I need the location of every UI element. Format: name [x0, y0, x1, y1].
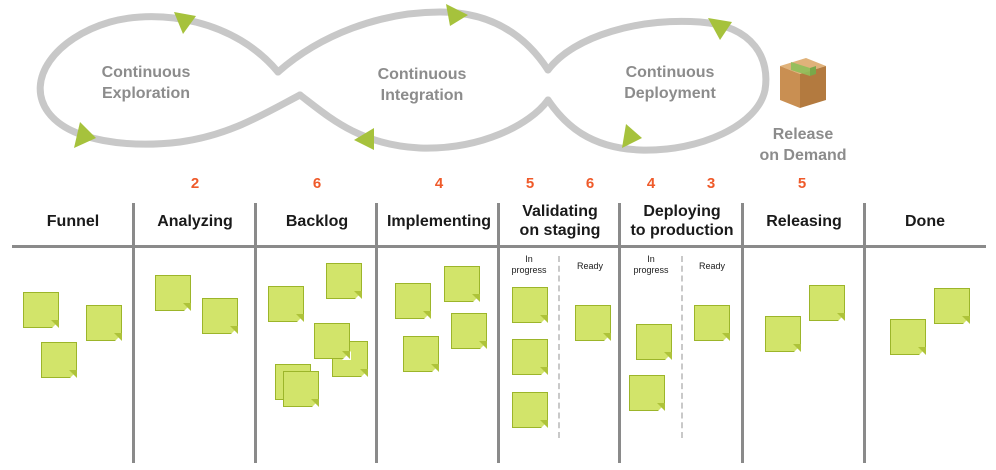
sticky-note[interactable]	[23, 292, 59, 328]
sub-label-line: progress	[633, 265, 669, 275]
sticky-note[interactable]	[41, 342, 77, 378]
sub-label-line: progress	[511, 265, 547, 275]
sticky-note[interactable]	[451, 313, 487, 349]
column-divider	[618, 203, 621, 463]
stage-continuous-exploration: Continuous Exploration	[86, 62, 206, 104]
sticky-note[interactable]	[202, 298, 238, 334]
column-header-funnel: Funnel	[46, 213, 100, 230]
sticky-note[interactable]	[314, 323, 350, 359]
wip-limit-deploying-ready: 3	[706, 175, 716, 192]
wip-limit-backlog: 6	[312, 175, 322, 192]
wip-limit-implementing: 4	[434, 175, 444, 192]
stage-label-line: Deployment	[624, 85, 716, 102]
column-divider	[497, 203, 500, 463]
column-divider	[254, 203, 257, 463]
column-header-done: Done	[905, 213, 945, 230]
sub-label-line: In	[525, 254, 533, 264]
sticky-note[interactable]	[765, 316, 801, 352]
wip-limit-analyzing: 2	[190, 175, 200, 192]
stage-continuous-integration: Continuous Integration	[362, 64, 482, 106]
sticky-note[interactable]	[268, 286, 304, 322]
sticky-note[interactable]	[575, 305, 611, 341]
subcolumn-label-ready: Ready	[576, 261, 603, 271]
wip-limit-validating-ready: 6	[585, 175, 595, 192]
sub-label-line: In	[647, 254, 655, 264]
subcolumn-divider	[681, 256, 683, 438]
column-header-validating: Validating on staging	[500, 202, 620, 240]
loop-arrow-1	[174, 12, 196, 34]
stage-label-line: Continuous	[625, 64, 715, 81]
column-header-line: Deploying	[643, 203, 721, 220]
loop-arrow-4	[354, 128, 374, 150]
continuous-delivery-loop	[36, 4, 770, 154]
column-header-line: Validating	[522, 203, 598, 220]
sticky-note[interactable]	[395, 283, 431, 319]
loop-arrow-2	[74, 122, 96, 148]
wip-limit-validating-in-progress: 5	[525, 175, 535, 192]
sticky-note[interactable]	[444, 266, 480, 302]
loop-arrow-3	[446, 4, 468, 26]
sticky-note[interactable]	[636, 324, 672, 360]
sticky-note[interactable]	[512, 392, 548, 428]
column-header-backlog: Backlog	[285, 213, 349, 230]
column-header-deploying: Deploying to production	[620, 202, 744, 240]
stage-continuous-deployment: Continuous Deployment	[608, 62, 732, 104]
column-header-line: on staging	[519, 222, 601, 239]
wip-limit-deploying-in-progress: 4	[646, 175, 656, 192]
column-divider	[741, 203, 744, 463]
stage-label-line: Integration	[380, 87, 464, 104]
column-divider	[863, 203, 866, 463]
column-header-line: to production	[630, 222, 734, 239]
sticky-note[interactable]	[86, 305, 122, 341]
column-divider	[375, 203, 378, 463]
package-box-icon	[780, 58, 826, 108]
subcolumn-label-in-progress: In progress	[500, 254, 558, 276]
release-label-line: on Demand	[759, 147, 847, 164]
subcolumn-divider	[558, 256, 560, 438]
column-header-releasing: Releasing	[766, 213, 842, 230]
stage-label-line: Exploration	[101, 85, 190, 102]
sticky-note[interactable]	[809, 285, 845, 321]
sticky-note[interactable]	[694, 305, 730, 341]
subcolumn-label-ready: Ready	[698, 261, 725, 271]
stage-label-line: Continuous	[101, 64, 191, 81]
sticky-note[interactable]	[512, 287, 548, 323]
release-on-demand-label: Release on Demand	[748, 124, 858, 166]
stage-label-line: Continuous	[377, 66, 467, 83]
sticky-note[interactable]	[934, 288, 970, 324]
sticky-note[interactable]	[629, 375, 665, 411]
column-header-implementing: Implementing	[386, 213, 491, 230]
subcolumn-label-in-progress: In progress	[622, 254, 680, 276]
column-divider	[132, 203, 135, 463]
sticky-note[interactable]	[155, 275, 191, 311]
column-header-analyzing: Analyzing	[157, 213, 233, 230]
sticky-note[interactable]	[512, 339, 548, 375]
sticky-note[interactable]	[326, 263, 362, 299]
release-label-line: Release	[772, 126, 834, 143]
loop-arrow-6	[622, 124, 642, 148]
loop-arrow-5	[708, 18, 732, 40]
sticky-note[interactable]	[890, 319, 926, 355]
sticky-note[interactable]	[283, 371, 319, 407]
sticky-note[interactable]	[403, 336, 439, 372]
wip-limit-releasing: 5	[797, 175, 807, 192]
